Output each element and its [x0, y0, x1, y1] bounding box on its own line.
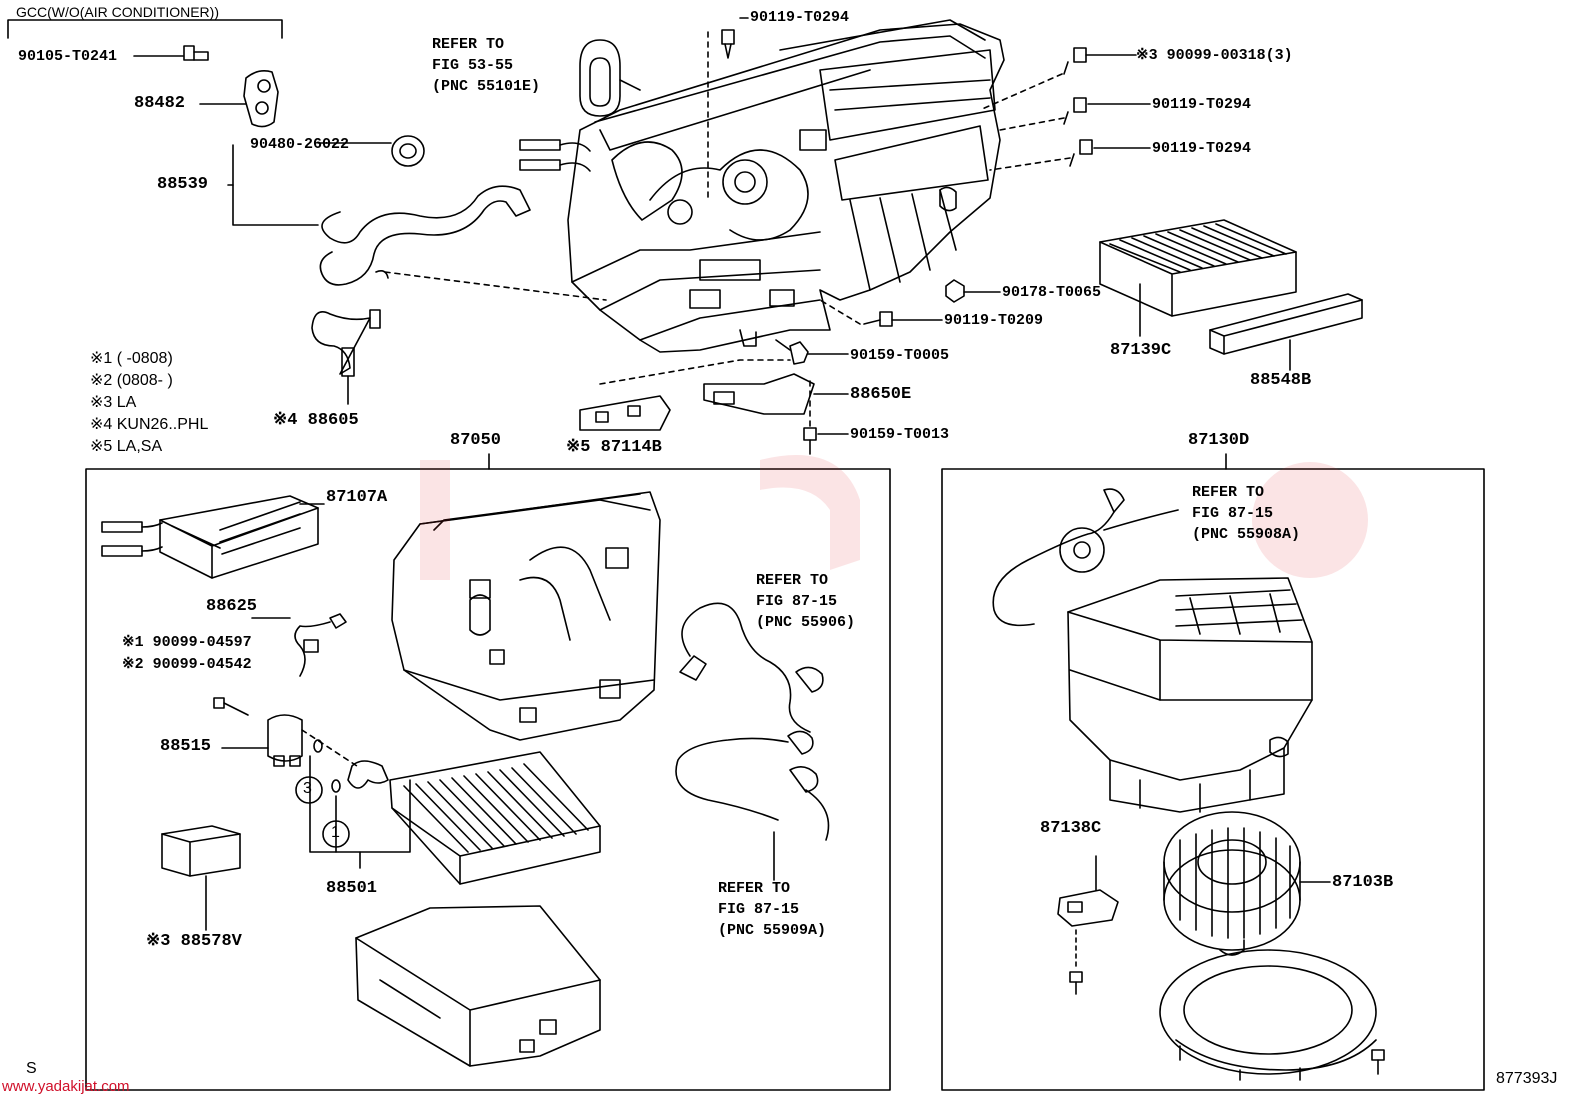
label-90159-t0013: 90159-T0013	[850, 426, 950, 443]
sensor-88625	[251, 613, 347, 677]
label-87114b: ※5 87114B	[566, 438, 662, 457]
label-87050: 87050	[450, 431, 502, 450]
label-90105: 90105-T0241	[18, 48, 118, 65]
refer-55909a: REFER TO FIG 87-15 (PNC 55909A)	[718, 878, 826, 941]
label-90099-00318: ※3 90099-00318(3)	[1136, 47, 1293, 64]
heater-core-87107A	[101, 495, 325, 579]
refer-55909a-line1: REFER TO	[718, 880, 791, 897]
label-87103b: 87103B	[1332, 873, 1394, 892]
blower-fan-87103B	[1163, 811, 1331, 956]
note-2: ※2 (0808- )	[90, 372, 173, 389]
refer-55906-line2: FIG 87-15	[756, 593, 838, 610]
lower-case-87050	[355, 905, 601, 1067]
label-88482: 88482	[134, 94, 186, 113]
part-88482	[199, 70, 279, 128]
note-3: ※3 LA	[90, 394, 137, 411]
note-5: ※5 LA,SA	[90, 438, 163, 455]
evaporator-88501	[347, 751, 601, 885]
refer-55906: REFER TO FIG 87-15 (PNC 55906)	[756, 570, 855, 633]
refer-55908a-line2: FIG 87-15	[1192, 505, 1274, 522]
callout-1-text: 1	[331, 824, 340, 841]
duct-87114B	[579, 359, 791, 431]
callout-circle-1	[322, 820, 350, 848]
wire-88605	[311, 309, 381, 405]
corner-mark: S	[26, 1060, 37, 1077]
resistor-87138C	[1057, 855, 1119, 995]
label-87107a: 87107A	[326, 488, 388, 507]
filter-87139C	[1099, 219, 1297, 337]
unit-box-87130d	[941, 468, 1485, 1091]
label-90119-t0209: 90119-T0209	[944, 312, 1044, 329]
figure-number: 877393J	[1496, 1070, 1558, 1087]
note-4: ※4 KUN26..PHL	[90, 416, 209, 433]
refer-55101e-line3: (PNC 55101E)	[432, 78, 541, 95]
gasket-55101e	[579, 39, 641, 117]
label-90178: 90178-T0065	[1002, 284, 1102, 301]
refer-55906-line3: (PNC 55906)	[756, 614, 856, 631]
case-87050	[391, 491, 661, 741]
notes-list: ※1 ( -0808) ※2 (0808- ) ※3 LA ※4 KUN26..…	[90, 348, 208, 458]
nut-90178	[945, 279, 1001, 303]
label-90480: 90480-26022	[250, 136, 350, 153]
drain-hose-88539	[227, 144, 607, 301]
label-88515: 88515	[160, 737, 212, 756]
blower-lower-case	[1159, 949, 1385, 1081]
cover-88548B	[1209, 293, 1363, 371]
label-90119-top: 90119-T0294	[750, 9, 850, 26]
screw-90099-04597	[213, 697, 249, 716]
hvac-main-assembly	[519, 19, 1005, 353]
label-88578v: ※3 88578V	[146, 932, 242, 951]
variant-title: GCC(W/O(AIR CONDITIONER))	[16, 4, 219, 20]
refer-55101e-line2: FIG 53-55	[432, 57, 514, 74]
screw-90119-mid	[999, 97, 1151, 131]
refer-55908a-line3: (PNC 55908A)	[1192, 526, 1301, 543]
refer-55101e-line1: REFER TO	[432, 36, 505, 53]
screw-90099-00318	[979, 47, 1137, 111]
harness-55909A	[675, 730, 830, 881]
screw-90119-top	[707, 17, 749, 201]
label-90119-low: 90119-T0294	[1152, 140, 1252, 157]
watermark-logo	[420, 455, 1368, 580]
bolt-90119-T0209	[819, 299, 943, 327]
label-87138c: 87138C	[1040, 819, 1102, 838]
label-87139c: 87139C	[1110, 341, 1172, 360]
bolt-90159-T0005	[775, 339, 849, 365]
brackets-88501	[309, 755, 411, 869]
label-90099-04542: ※2 90099-04542	[122, 656, 252, 673]
refer-55909a-line2: FIG 87-15	[718, 901, 800, 918]
callout-3-text: 3	[303, 780, 312, 797]
valve-88515	[221, 714, 361, 793]
refer-55909a-line3: (PNC 55909A)	[718, 922, 827, 939]
label-90119-mid: 90119-T0294	[1152, 96, 1252, 113]
bolt-90105	[133, 45, 209, 61]
bolt-90159-T0013	[803, 379, 849, 455]
watermark-url[interactable]: www.yadakijat.com	[2, 1078, 130, 1095]
refer-55906-line1: REFER TO	[756, 572, 829, 589]
bracket-88650E	[703, 373, 849, 415]
label-88501: 88501	[326, 879, 378, 898]
callout-circle-3	[295, 776, 323, 804]
variant-bracket	[7, 19, 283, 39]
grommet-90480	[317, 135, 425, 167]
label-88625: 88625	[206, 597, 258, 616]
label-88548b: 88548B	[1250, 371, 1312, 390]
motor-harness-55908A	[992, 488, 1179, 627]
screw-90119-low	[989, 139, 1151, 171]
refer-55101e: REFER TO FIG 53-55 (PNC 55101E)	[432, 34, 540, 97]
label-90159-t0005: 90159-T0005	[850, 347, 950, 364]
label-88650e: 88650E	[850, 385, 912, 404]
label-90099-04597: ※1 90099-04597	[122, 634, 252, 651]
refer-55908a: REFER TO FIG 87-15 (PNC 55908A)	[1192, 482, 1300, 545]
label-88605: ※4 88605	[273, 411, 359, 430]
label-88539: 88539	[157, 175, 209, 194]
block-88578V	[161, 825, 241, 931]
harness-55906	[679, 602, 824, 733]
note-1: ※1 ( -0808)	[90, 350, 173, 367]
label-87130d: 87130D	[1188, 431, 1250, 450]
unit-box-87050	[85, 468, 891, 1091]
refer-55908a-line1: REFER TO	[1192, 484, 1265, 501]
blower-case	[1067, 577, 1313, 813]
